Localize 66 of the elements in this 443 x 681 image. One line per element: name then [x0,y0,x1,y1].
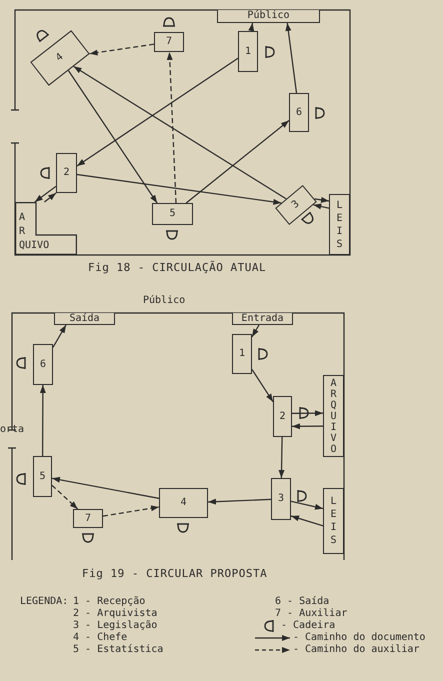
arrow [68,70,158,204]
arrow [52,476,160,499]
desk-box: 4 [30,30,90,86]
desk-box: 1 [238,31,258,72]
shelf-box [329,194,350,255]
arrow [90,44,154,56]
legend-text: - Caminho do documento [293,632,426,644]
door-label: orta [0,424,24,436]
arrow [102,505,160,517]
desk-box: 1 [232,334,252,374]
arrow [252,369,274,402]
arrow [251,324,260,338]
arrow [34,186,56,202]
legend-text: 2 - Arquivista [73,608,158,620]
area-label: Público [143,295,186,307]
desk-box: 4 [159,488,208,518]
arrow [208,498,272,505]
figure-caption: Fig 18 - CIRCULAÇÃO ATUAL [88,262,266,274]
legend-text: 6 - Saída [275,596,330,608]
arrow [76,58,238,166]
arrow [186,120,290,204]
arrow [76,174,282,205]
desk-box: 5 [33,456,52,497]
arrow [290,515,324,526]
archive-cabinet [15,202,77,255]
desk-box: 2 [56,153,77,193]
arrow [292,410,323,416]
shelf-box [323,488,344,554]
desk-box: 7 [154,32,184,52]
desk-box: 6 [33,344,53,385]
cabinet-label: A R QUIVO [19,211,50,253]
arrow [314,196,330,203]
shelf-label: L E I S [336,198,342,250]
desk-box: 7 [73,509,103,528]
arrow [248,22,254,32]
arrow [52,324,67,348]
counter-box: Público [217,10,320,23]
counter-box: Entrada [232,313,293,325]
arrow [292,423,323,430]
desk-box: 5 [152,203,193,225]
legend-text: - Caminho do auxiliar [293,644,420,656]
arrow [40,385,46,456]
arrow [285,22,298,94]
shelf-box [323,375,344,457]
desk-box: 3 [271,478,291,520]
legend-text: 1 - Recepção [73,596,146,608]
arrow [166,52,177,204]
counter-box: Saída [54,313,115,325]
legend-text: 3 - Legislação [73,620,158,632]
legend-text: - Cadeira [281,620,336,632]
desk-box: 6 [289,93,309,132]
arrow [73,66,287,200]
shelf-label: A R Q U I V O [330,378,336,454]
arrow [52,484,78,510]
legend-text: 7 - Auxiliar [275,608,348,620]
desk-box: 2 [273,396,292,437]
desk-box: 3 [275,185,317,225]
legend-text: 4 - Chefe [73,632,128,644]
arrow [313,204,330,210]
legend-heading: LEGENDA: [20,596,68,608]
arrow [290,500,324,510]
arrow [44,192,56,202]
shelf-label: L E I S [330,495,336,547]
legend-text: 5 - Estatística [73,644,164,656]
figure-caption: Fig 19 - CIRCULAR PROPOSTA [82,568,268,580]
arrow [278,436,285,478]
